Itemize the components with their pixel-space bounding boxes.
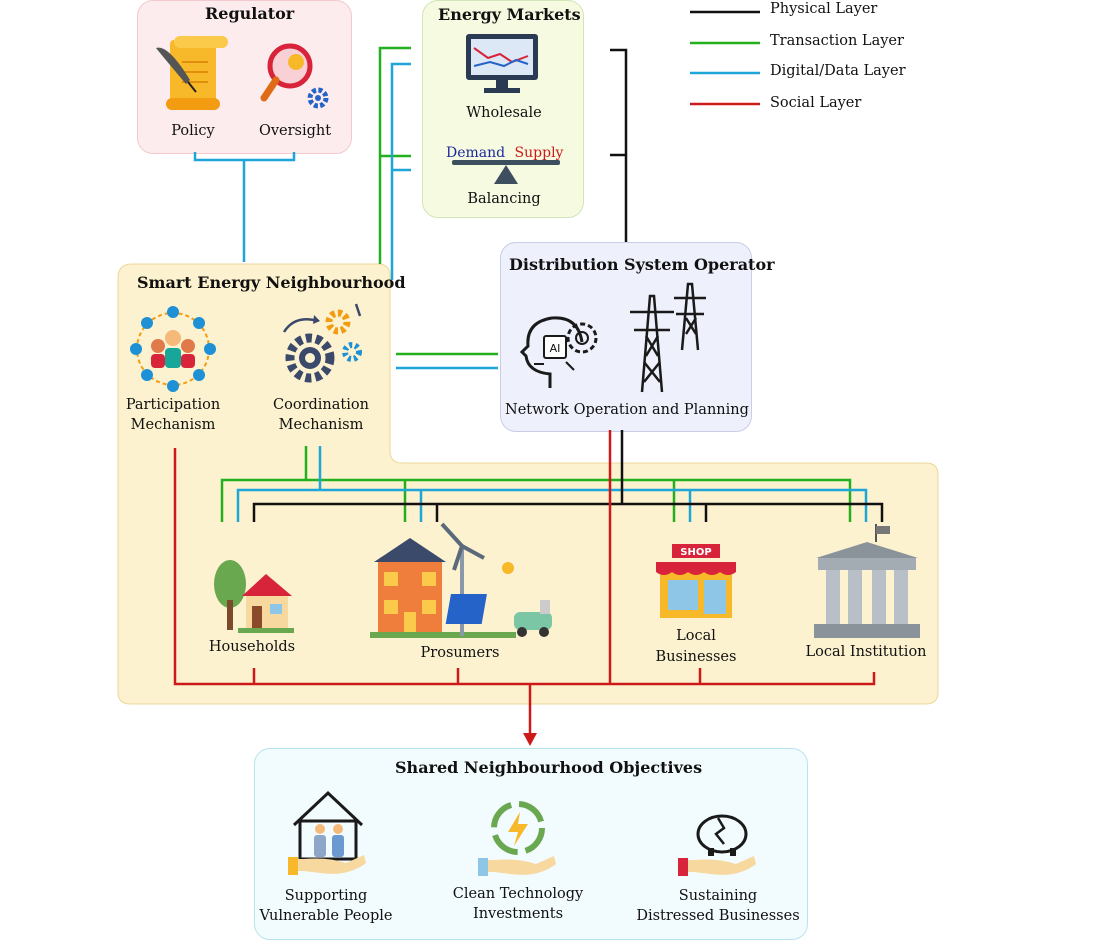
local-businesses-label-line2: Businesses <box>655 649 737 665</box>
objectives-title: Shared Neighbourhood Objectives <box>395 758 703 777</box>
objective-2-line1: Clean Technology <box>452 886 584 902</box>
legend-social-label: Social Layer <box>770 95 862 111</box>
oversight-label: Oversight <box>258 123 332 139</box>
coordination-gears-icon <box>282 303 362 383</box>
ai-brain-gear-icon: AI <box>520 316 598 388</box>
legend-physical-label: Physical Layer <box>770 1 878 17</box>
vulnerable-people-home-hand-icon <box>288 790 366 875</box>
shop-sign-text: SHOP <box>680 547 711 558</box>
digital-bus <box>236 446 868 522</box>
participation-label-line2: Mechanism <box>130 417 216 433</box>
clean-tech-hand-icon <box>478 801 556 876</box>
markets-dso-physical-line <box>610 48 628 242</box>
wholesale-label: Wholesale <box>466 105 542 121</box>
objective-2-line2: Investments <box>472 906 564 922</box>
legend-transaction-label: Transaction Layer <box>770 33 904 49</box>
scroll-quill-icon <box>156 36 228 110</box>
balancing-label: Balancing <box>467 191 541 207</box>
monitor-chart-icon <box>466 34 538 93</box>
households-label: Households <box>208 639 296 655</box>
objective-1-line2: Vulnerable People <box>259 908 393 924</box>
transaction-bus <box>220 446 852 522</box>
objective-3-line2: Distressed Businesses <box>636 908 800 924</box>
magnifier-gear-icon <box>260 43 329 109</box>
participation-label-line1: Participation <box>125 397 221 413</box>
sen-markets-transaction-line <box>378 46 411 264</box>
prosumer-house-solar-icon <box>370 522 552 638</box>
dso-subtitle: Network Operation and Planning <box>505 402 749 418</box>
objective-1-line1: Supporting <box>284 888 368 904</box>
coordination-label-line1: Coordination <box>273 397 369 413</box>
household-house-icon <box>214 560 294 633</box>
demand-label: Demand <box>446 145 506 161</box>
local-businesses-label-line1: Local <box>676 628 716 644</box>
physical-bus <box>252 430 884 522</box>
power-towers-icon <box>630 282 706 393</box>
energy-markets-title: Energy Markets <box>438 5 581 24</box>
social-arrowhead <box>523 733 537 746</box>
objectives-box <box>254 748 808 940</box>
prosumers-label: Prosumers <box>420 645 500 661</box>
shop-icon: SHOP <box>656 544 736 618</box>
piggy-bank-hand-icon <box>678 814 756 876</box>
dso-box <box>500 242 752 432</box>
sen-markets-digital-line <box>390 62 411 280</box>
institution-building-icon <box>814 524 920 638</box>
participation-people-icon <box>130 306 216 392</box>
objective-3-line1: Sustaining <box>678 888 758 904</box>
supply-label: Supply <box>514 145 564 161</box>
legend-digital-label: Digital/Data Layer <box>770 63 906 79</box>
local-institution-label: Local Institution <box>805 644 927 660</box>
sen-title: Smart Energy Neighbourhood <box>137 273 406 292</box>
policy-label: Policy <box>171 123 215 139</box>
regulator-digital-line <box>193 152 296 262</box>
ai-chip-label: AI <box>550 342 561 355</box>
regulator-title: Regulator <box>205 4 295 23</box>
coordination-label-line2: Mechanism <box>278 417 364 433</box>
balance-scale-icon <box>452 160 560 184</box>
dso-title: Distribution System Operator <box>509 255 775 274</box>
